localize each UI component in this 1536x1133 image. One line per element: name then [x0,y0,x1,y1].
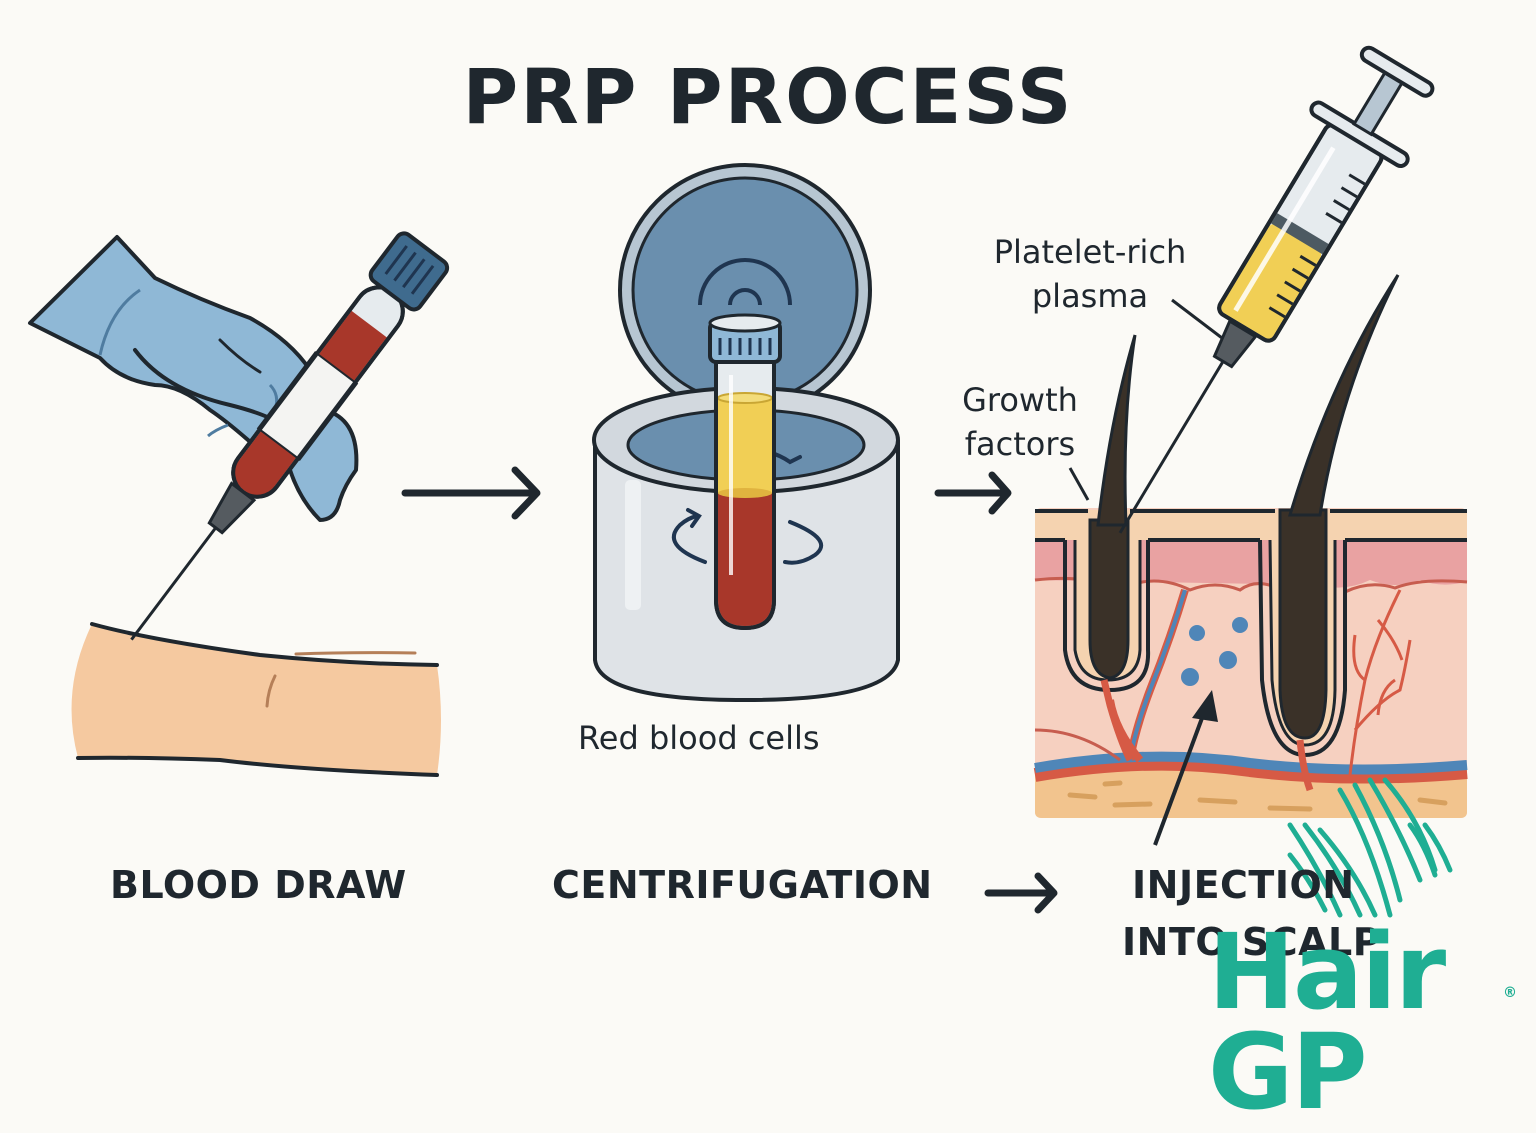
page-title: PRP PROCESS [462,52,1074,141]
brand-logo: Hair GP [1208,911,1446,1133]
hair-follicle [1258,274,1400,792]
centrifuge-lid [618,163,872,417]
blood-tube-icon [708,313,782,631]
growth-factors-line2: factors [964,425,1076,463]
syringe-icon [1118,45,1435,534]
scalp-cross-section [1033,274,1468,846]
arrow-right-icon [984,872,1058,914]
step-label-centrifugation: CENTRIFUGATION [552,863,933,907]
step-label-injection-line1: INJECTION [1132,863,1355,907]
growth-factors-label: Growth factors [950,378,1090,466]
injection-arrow [1153,690,1218,846]
arrow-right-icon [401,466,541,520]
blood-draw-illustration [28,231,541,777]
platelet-rich-plasma-label: Platelet-rich plasma [980,230,1200,318]
prp-label-line1: Platelet-rich [993,233,1187,271]
red-blood-cells-label: Red blood cells [578,716,820,760]
red-blood-cells-text: Red blood cells [578,719,820,757]
brand-hair-strokes [1287,777,1453,918]
step-label-blood-draw: BLOOD DRAW [110,863,407,907]
hair-follicle [1063,334,1151,762]
registered-mark: ® [1503,985,1517,1001]
prp-label-line2: plasma [1031,277,1149,315]
prp-illustration [28,45,1468,918]
centrifuge-illustration [592,163,1012,703]
blood-tube-icon [130,231,450,641]
step-label-injection-line2: INTO SCALP [1122,920,1382,964]
growth-factors-line1: Growth [962,381,1078,419]
arm [71,622,442,777]
arrow-right-icon [934,471,1012,515]
